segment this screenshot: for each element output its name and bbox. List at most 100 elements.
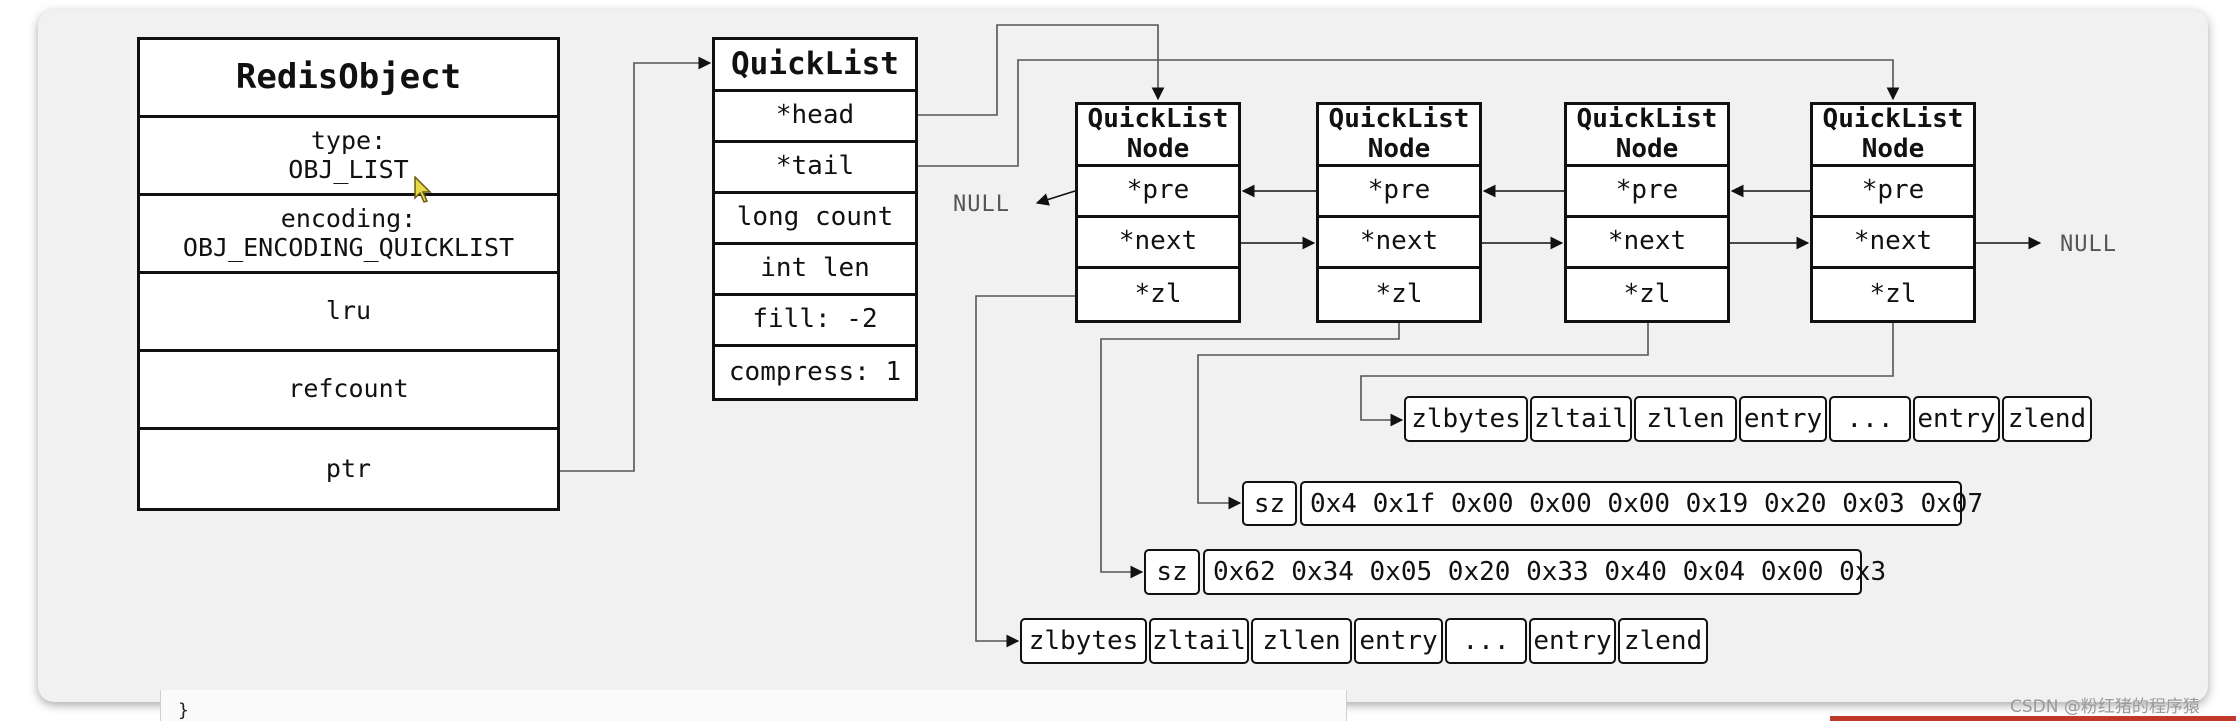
ziplist-0-cell-6: zlend [2002, 396, 2092, 442]
ziplist-0-cell-0: zlbytes [1404, 396, 1528, 442]
ziplist-3-cell-0: zlbytes [1020, 618, 1147, 664]
node-3-title-line-1: Node [1861, 133, 1925, 164]
ziplist-3-cell-1: zltail [1149, 618, 1249, 664]
redisobject-title: RedisObject [140, 40, 557, 118]
ziplist-3-cell-4: ... [1445, 618, 1527, 664]
node-3-field-2: *zl [1813, 269, 1973, 320]
node-2-field-0-line-0: *pre [1615, 175, 1679, 206]
node-2-field-0: *pre [1567, 167, 1727, 218]
tail-to-last-node-arrow [918, 59, 1900, 167]
code-closing-brace: } [178, 700, 189, 721]
redisobject-field-4: ptr [140, 430, 557, 508]
ziplist-0-cell-1: zltail [1530, 396, 1632, 442]
node-2-field-1-line-0: *next [1607, 226, 1687, 257]
node-1-field-0: *pre [1319, 167, 1479, 218]
ziplist-2-cell-1: 0x62 0x34 0x05 0x20 0x33 0x40 0x04 0x00 … [1203, 549, 1886, 595]
redisobject-field-1: encoding:OBJ_ENCODING_QUICKLIST [140, 196, 557, 274]
node-1-field-1-line-0: *next [1359, 226, 1439, 257]
ziplist-3-cell-6: zlend [1618, 618, 1708, 664]
quicklist-field-2: long count [715, 194, 915, 245]
quicklist-field-5: compress: 1 [715, 347, 915, 398]
redisobject-field-2: lru [140, 274, 557, 352]
node-1-field-0-line-0: *pre [1367, 175, 1431, 206]
ziplist-1-cell-0: sz [1242, 481, 1297, 526]
node-1-field-2: *zl [1319, 269, 1479, 320]
ziplist-3-cell-5: entry [1529, 618, 1616, 664]
node-1-title-line-1: Node [1367, 133, 1431, 164]
code-panel-behind [160, 690, 1347, 721]
redisobject-field-0-line-0: type: [310, 125, 387, 155]
node-0-zl-to-ziplist-arrow [975, 295, 1075, 648]
node-3-field-1: *next [1813, 218, 1973, 269]
node-0-title-line-1: Node [1126, 133, 1190, 164]
redisobject-field-3-line-0: refcount [288, 374, 409, 404]
ziplist-1-cell-1: 0x4 0x1f 0x00 0x00 0x00 0x19 0x20 0x03 0… [1300, 481, 1983, 526]
redisobject-field-3: refcount [140, 352, 557, 430]
node-0-field-2: *zl [1078, 269, 1238, 320]
node-3-field-1-line-0: *next [1853, 226, 1933, 257]
quicklist-field-5-line-0: compress: 1 [728, 356, 902, 387]
node-0-field-1: *next [1078, 218, 1238, 269]
redisobject-field-0: type:OBJ_LIST [140, 118, 557, 196]
node-3-zl-to-ziplist-arrow [1360, 323, 1894, 427]
node-3-field-0-line-0: *pre [1861, 175, 1925, 206]
redisobject-title-line-0: RedisObject [235, 56, 462, 97]
node-3-title-line-0: QuickList [1822, 103, 1964, 134]
node-2-field-2-line-0: *zl [1623, 278, 1671, 309]
redisobject-field-1-line-0: encoding: [280, 203, 417, 233]
quicklist-title-line-0: QuickList [731, 45, 899, 82]
node-2-field-2: *zl [1567, 269, 1727, 320]
node-1-field-2-line-0: *zl [1375, 278, 1423, 309]
quicklist-field-4: fill: -2 [715, 296, 915, 347]
ptr-to-quicklist-arrow [560, 56, 712, 472]
quicklist-field-2-line-0: long count [736, 202, 894, 233]
node-2-title-line-0: QuickList [1576, 103, 1718, 134]
node-3-field-2-line-0: *zl [1869, 278, 1917, 309]
watermark: CSDN @粉红猪的程序猿 [2010, 697, 2200, 717]
redisobject-field-2-line-0: lru [325, 296, 372, 326]
ziplist-0-cell-2: zllen [1634, 396, 1737, 442]
quicklist-field-3-line-0: int len [760, 253, 870, 284]
quicklist-field-1-line-0: *tail [775, 151, 855, 182]
ziplist-2-cell-0: sz [1144, 549, 1200, 595]
redisobject-field-1-line-1: OBJ_ENCODING_QUICKLIST [182, 232, 515, 262]
ziplist-0-cell-5: entry [1913, 396, 2000, 442]
node-1-field-1: *next [1319, 218, 1479, 269]
quicklist-field-0: *head [715, 92, 915, 143]
accent-bar [1830, 716, 2236, 721]
node-0-field-0-line-0: *pre [1126, 175, 1190, 206]
quicklist-title: QuickList [715, 40, 915, 92]
node-1-zl-to-ziplist-arrow [1100, 323, 1400, 579]
node-2-field-1: *next [1567, 218, 1727, 269]
ziplist-0-cell-3: entry [1739, 396, 1827, 442]
quicklist-field-1: *tail [715, 143, 915, 194]
node-2-zl-to-ziplist-arrow [1197, 323, 1649, 510]
node-0-title-line-0: QuickList [1087, 103, 1229, 134]
null-right: NULL [2060, 232, 2117, 257]
node-2-title-line-1: Node [1615, 133, 1679, 164]
ziplist-3-cell-3: entry [1354, 618, 1443, 664]
node-0-field-1-line-0: *next [1118, 226, 1198, 257]
node-0-pre-to-null-arrow [1035, 190, 1076, 206]
ziplist-3-cell-2: zllen [1251, 618, 1352, 664]
quicklist-field-0-line-0: *head [775, 100, 855, 131]
node-1-title-line-0: QuickList [1328, 103, 1470, 134]
redisobject-field-4-line-0: ptr [325, 453, 372, 483]
node-0-field-2-line-0: *zl [1134, 278, 1182, 309]
ziplist-0-cell-4: ... [1829, 396, 1911, 442]
node-0-field-0: *pre [1078, 167, 1238, 218]
quicklist-field-3: int len [715, 245, 915, 296]
quicklist-field-4-line-0: fill: -2 [752, 304, 878, 335]
node-3-field-0: *pre [1813, 167, 1973, 218]
head-to-first-node-arrow [918, 24, 1165, 116]
quicklist-box: QuickList *head *tail long count int len fill… [712, 37, 918, 401]
